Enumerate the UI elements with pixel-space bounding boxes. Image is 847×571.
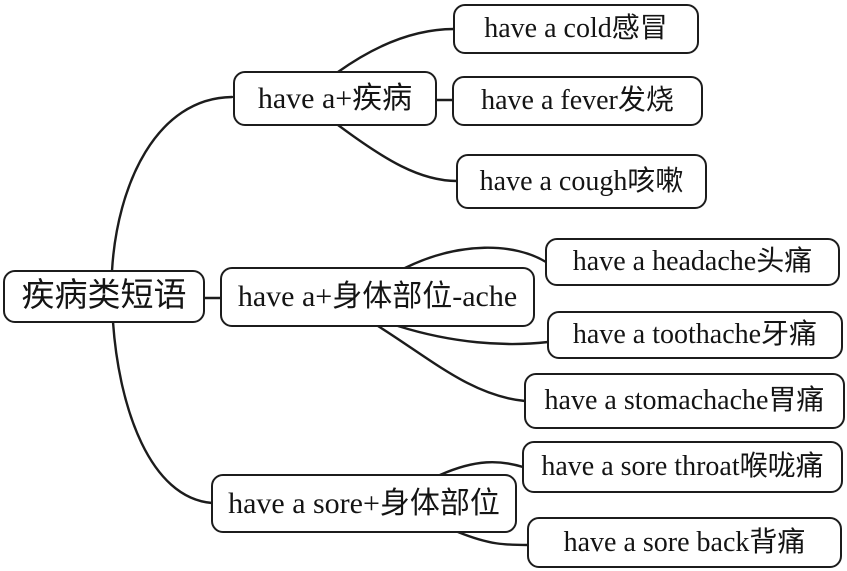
branch-node-have-a-disease: have a+疾病 <box>233 71 437 126</box>
connector-root-to-branch-disease <box>110 95 234 273</box>
connector-sore-to-sore-back <box>456 530 530 547</box>
branch-node-have-a-sore-bodypart: have a sore+身体部位 <box>211 474 517 533</box>
connector-disease-to-cough <box>336 123 459 183</box>
connector-sore-to-sore-throat <box>438 460 525 477</box>
connector-ache-to-toothache <box>396 324 550 346</box>
connector-ache-to-stomachache <box>376 324 527 403</box>
leaf-node-have-a-cough: have a cough咳嗽 <box>456 154 707 209</box>
leaf-node-have-a-cold: have a cold感冒 <box>453 4 699 54</box>
connector-ache-to-headache <box>403 246 548 270</box>
branch-node-have-a-bodypart-ache: have a+身体部位-ache <box>220 267 535 327</box>
leaf-node-have-a-sore-back: have a sore back背痛 <box>527 517 842 568</box>
connector-disease-to-cold <box>336 27 456 74</box>
root-node-illness-phrases: 疾病类短语 <box>3 270 205 323</box>
connector-root-to-branch-sore <box>111 320 214 505</box>
leaf-node-have-a-fever: have a fever发烧 <box>452 76 703 126</box>
leaf-node-have-a-sore-throat: have a sore throat喉咙痛 <box>522 441 843 493</box>
leaf-node-have-a-toothache: have a toothache牙痛 <box>547 311 843 359</box>
leaf-node-have-a-headache: have a headache头痛 <box>545 238 840 286</box>
leaf-node-have-a-stomachache: have a stomachache胃痛 <box>524 373 845 429</box>
